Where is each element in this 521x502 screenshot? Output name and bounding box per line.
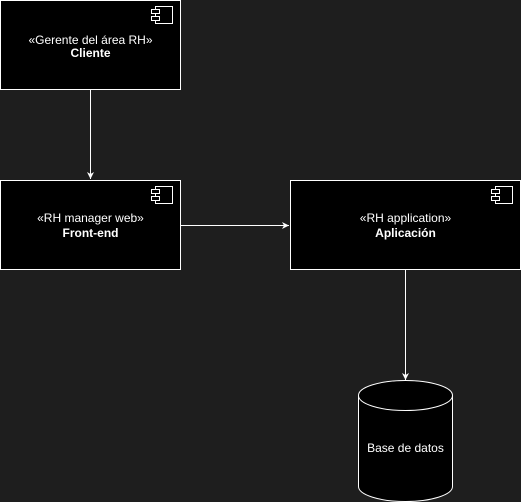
database-label: Base de datos	[367, 441, 444, 455]
component-front-end[interactable]: «RH manager web» Front-end	[0, 180, 181, 270]
component-stereotype: «RH application»	[360, 211, 452, 225]
component-icon	[491, 186, 513, 204]
component-name: Front-end	[63, 226, 119, 240]
component-aplicacion[interactable]: «RH application» Aplicación	[290, 180, 521, 270]
component-stereotype: «Gerente del área RH»	[28, 33, 152, 47]
component-icon	[151, 6, 173, 24]
component-name: Cliente	[70, 46, 110, 60]
component-name: Aplicación	[375, 226, 436, 240]
database-cylinder[interactable]: Base de datos	[358, 380, 453, 502]
component-icon	[151, 186, 173, 204]
component-cliente[interactable]: «Gerente del área RH» Cliente	[0, 0, 181, 90]
component-stereotype: «RH manager web»	[37, 211, 144, 225]
